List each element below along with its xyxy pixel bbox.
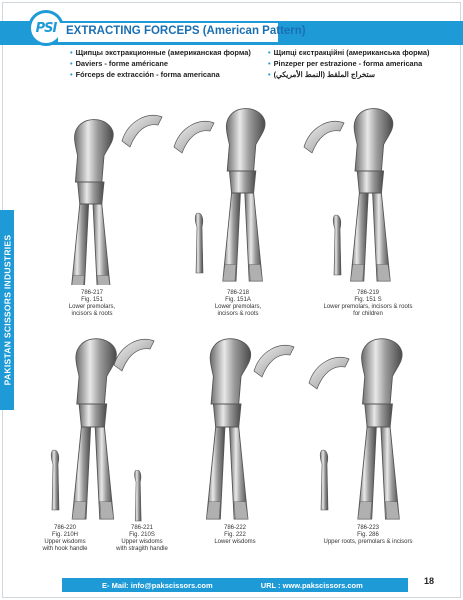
page-title: EXTRACTING FORCEPS (American Pattern): [66, 25, 306, 37]
forceps-786-219-image: [303, 108, 394, 282]
caption-786-221: 786-221 Fig. 210S Upper wisdoms with str…: [116, 525, 168, 552]
name-ru: •Щипцы экстракционные (американская форм…: [70, 48, 251, 57]
name-fr: •Daviers - forme américane: [70, 59, 169, 68]
footer-url[interactable]: URL : www.pakscissors.com: [260, 580, 363, 590]
forceps-786-223-image: [308, 338, 403, 520]
footer-bar: E- Mail: info@pakscissors.com URL : www.…: [62, 578, 408, 592]
names-right: •Щипці єкстракційні (американська форма)…: [268, 48, 429, 81]
forceps-786-218-image: [173, 108, 266, 282]
footer-email[interactable]: E- Mail: info@pakscissors.com: [102, 580, 213, 590]
caption-786-219: 786-219 Fig. 151 S Lower premolars, inci…: [323, 290, 413, 317]
forceps-786-221-image: [134, 470, 142, 522]
caption-786-222: 786-222 Fig. 222 Lower wisdoms: [214, 525, 256, 545]
sidebar-brand: PAKISTAN SCISSORS INDUSTRIES: [0, 210, 14, 410]
names-left: •Щипцы экстракционные (американская форм…: [70, 48, 251, 81]
caption-786-223: 786-223 Fig. 286 Upper roots, premolars …: [323, 525, 413, 545]
brand-logo: PSI: [28, 10, 64, 46]
caption-786-217: 786-217 Fig. 151 Lower premolars, inciso…: [68, 290, 116, 317]
name-es: •Fórceps de extracción - forma americana: [70, 70, 220, 79]
forceps-786-222-image: [206, 338, 295, 520]
title-box: EXTRACTING FORCEPS (American Pattern): [58, 23, 306, 44]
name-ar: •ستخراج الملقط (النمط الأمريكي): [268, 70, 375, 79]
caption-786-218: 786-218 Fig. 151A Lower premolars, incis…: [214, 290, 262, 317]
name-uk: •Щипці єкстракційні (американська форма): [268, 48, 430, 57]
page-number: 18: [424, 576, 435, 586]
name-it: •Pinzeper per estrazione - forma america…: [268, 59, 423, 68]
caption-786-220: 786-220 Fig. 210H Upper wisdoms with hoo…: [42, 525, 88, 552]
sidebar-text: PAKISTAN SCISSORS INDUSTRIES: [2, 234, 12, 386]
logo-text: PSI: [35, 20, 58, 36]
